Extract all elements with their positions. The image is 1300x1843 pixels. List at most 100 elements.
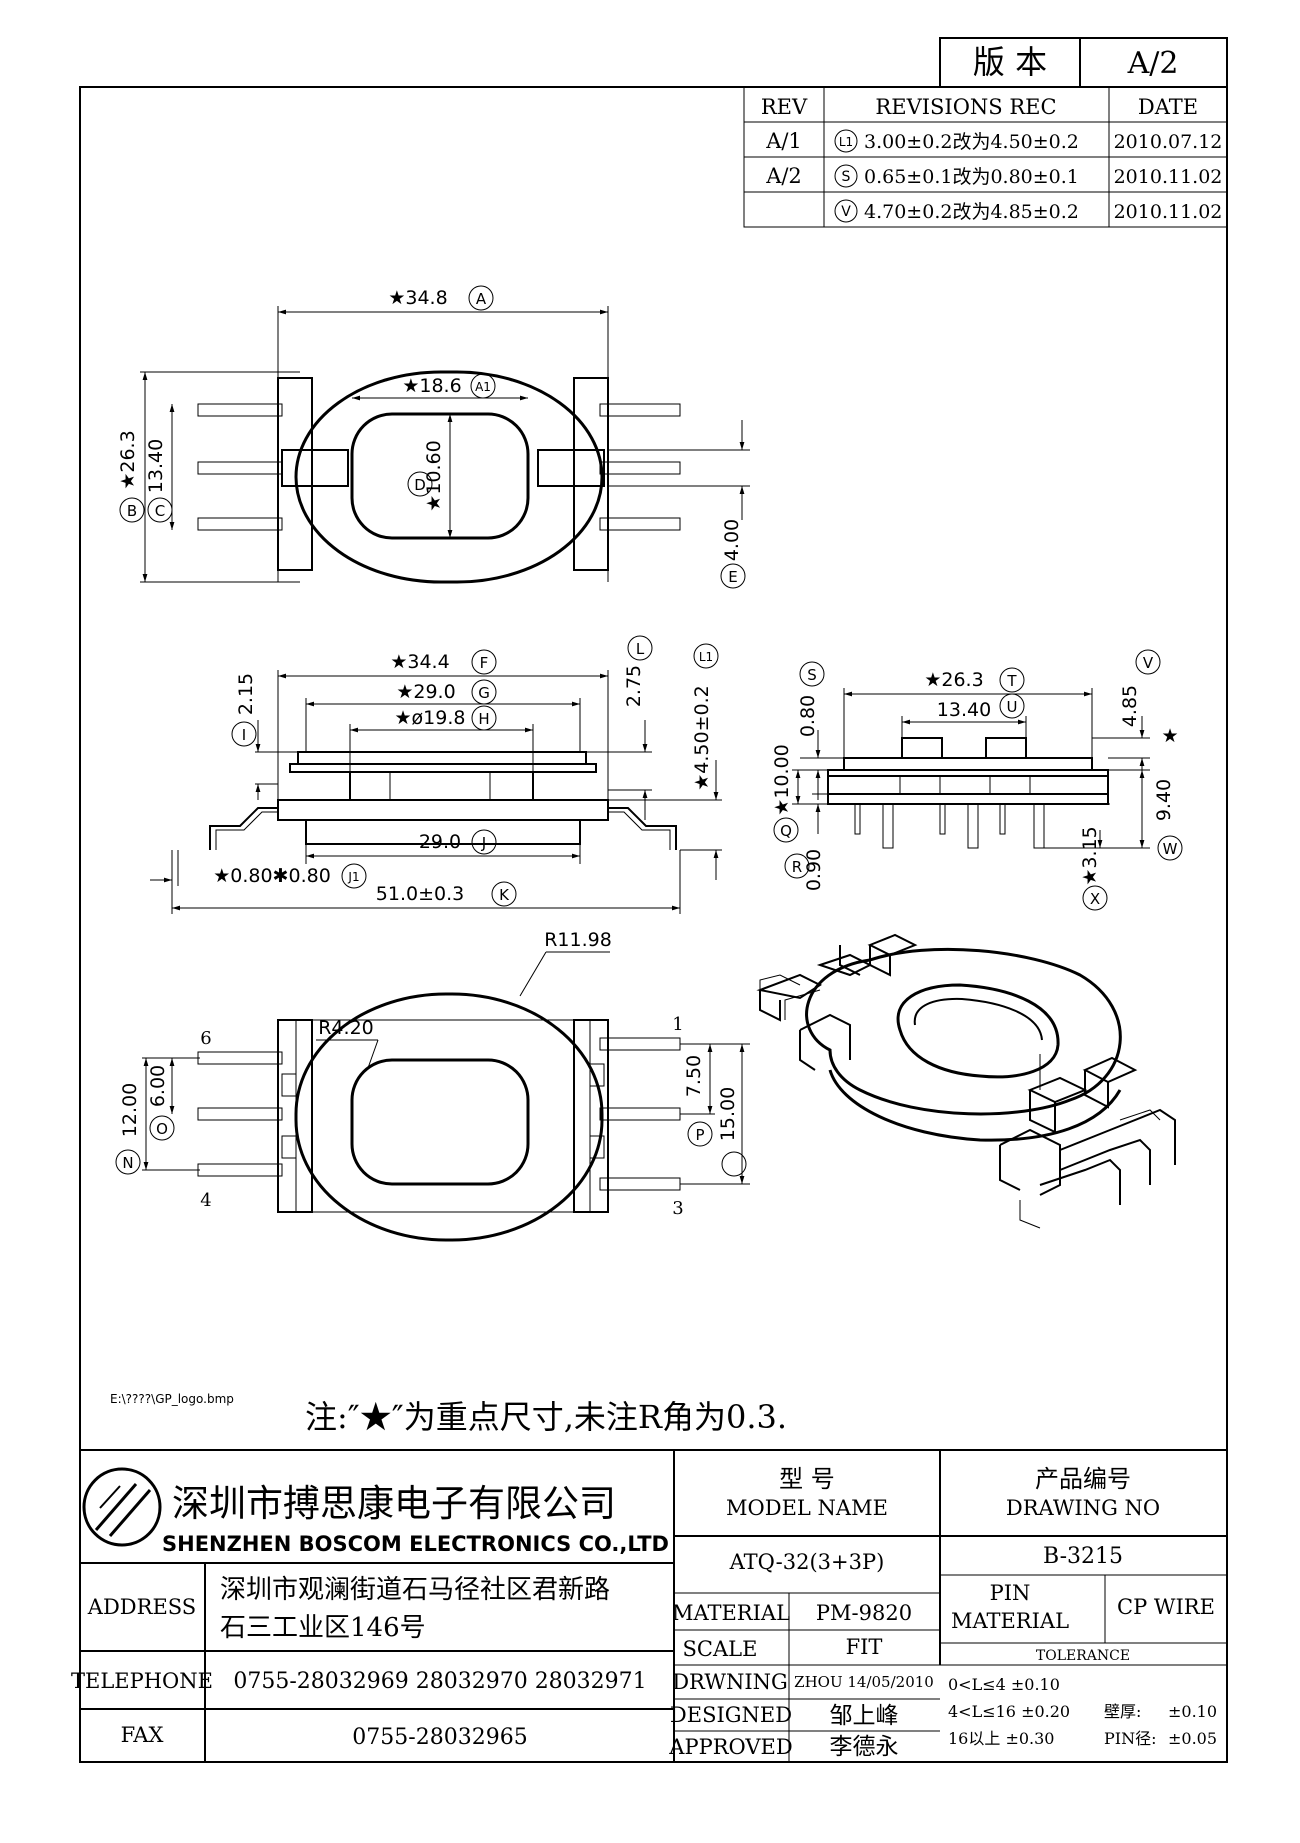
tolerance-3: 16以上 ±0.30: [948, 1729, 1054, 1748]
dim-S-mark: S: [807, 666, 817, 684]
model-value: ATQ-32(3+3P): [729, 1550, 885, 1574]
revision-table: REV REVISIONS REC DATE A/1 L1 3.00±0.2改为…: [743, 86, 1228, 228]
dim-V-value: 4.85: [1119, 685, 1141, 727]
address-line-1: 深圳市观澜街道石马径社区君新路: [220, 1575, 610, 1605]
pin-dia-label: PIN径:: [1104, 1729, 1156, 1748]
side-view: ★26.3 T 13.40 U 0.80 S ★10.00 Q 0.90 R: [771, 649, 1183, 911]
date-header: DATE: [1138, 95, 1198, 119]
pin-dia-value: ±0.05: [1168, 1729, 1217, 1748]
pin-3: 3: [672, 1198, 683, 1219]
dim-L-mark: L: [636, 640, 645, 658]
dim-W-star: ★: [1161, 725, 1178, 747]
pin-1: 1: [672, 1014, 683, 1035]
rev-row-1-text: 3.00±0.2改为4.50±0.2: [864, 131, 1079, 153]
pin-4: 4: [200, 1190, 211, 1211]
dim-G-mark: G: [478, 684, 490, 702]
rev-row-2-date: 2010.11.02: [1114, 166, 1223, 188]
dim-L1-value: ★4.50±0.2: [691, 685, 713, 790]
dim-C-value: 13.40: [145, 439, 167, 493]
top-view: ★34.8 A ★18.6 A1 ★10.60 D ★26.3 B 13.40 …: [117, 285, 750, 589]
dim-K-mark: K: [499, 886, 510, 904]
dim-T-mark: T: [1006, 672, 1017, 690]
dim-R420: R4.20: [318, 1017, 374, 1039]
bottom-view: R11.98 R4.20 6 4 1 3 12.00 N 6.00 O 7.50…: [115, 929, 750, 1242]
rev-row-2-text: 0.65±0.1改为0.80±0.1: [864, 166, 1079, 188]
dim-J-mark: J: [481, 834, 486, 852]
telephone-value: 0755-28032969 28032970 28032971: [233, 1669, 646, 1694]
material-value: PM-9820: [816, 1601, 912, 1625]
version-box: 版 本 A/2: [939, 37, 1228, 88]
dim-C-mark: C: [155, 502, 165, 520]
version-value: A/2: [1127, 46, 1179, 81]
dim-J1-mark: J1: [347, 870, 359, 884]
dim-Q-value: ★10.00: [771, 744, 793, 815]
dim-E-mark: E: [728, 568, 737, 586]
rec-header: REVISIONS REC: [875, 95, 1056, 119]
dim-N-mark: O: [156, 1120, 168, 1138]
dim-P-value: 15.00: [717, 1087, 739, 1141]
dim-D-mark: D: [414, 476, 426, 494]
pin-material-label-1: PIN: [990, 1581, 1031, 1605]
dim-O-mark: P: [695, 1126, 704, 1144]
dim-I-mark: I: [242, 726, 246, 744]
dim-A1-mark: A1: [475, 380, 491, 394]
fax-value: 0755-28032965: [352, 1725, 527, 1750]
rev-header: REV: [761, 95, 808, 119]
dim-Q-mark: Q: [780, 822, 792, 840]
address-label: ADDRESS: [87, 1595, 196, 1619]
pin-material-value: CP WIRE: [1117, 1595, 1215, 1619]
dim-A-mark: A: [476, 290, 487, 308]
company-name-en: SHENZHEN BOSCOM ELECTRONICS CO.,LTD: [162, 1532, 669, 1556]
dim-W-mark: W: [1163, 840, 1178, 858]
dim-R-mark: R: [792, 858, 802, 876]
dim-D-value: ★10.60: [423, 440, 445, 511]
address-line-2: 石三工业区146号: [220, 1613, 426, 1643]
dim-U-value: 13.40: [937, 699, 991, 721]
dim-X-mark: X: [1090, 890, 1100, 908]
dim-B-mark: B: [127, 502, 137, 520]
dim-X-value: ★3.15: [1079, 826, 1101, 885]
dim-N-value: 6.00: [147, 1065, 169, 1107]
dim-H-mark: H: [478, 710, 489, 728]
general-note: 注:″★″为重点尺寸,未注R角为0.3.: [305, 1398, 787, 1436]
model-label-cn: 型 号: [779, 1465, 835, 1493]
approved-label: APPROVED: [668, 1735, 792, 1759]
company-logo: [82, 1467, 162, 1547]
dim-I-value: 2.15: [235, 673, 257, 715]
dim-E-value: 4.00: [721, 519, 743, 561]
rev-row-1-mark: L1: [839, 135, 853, 149]
drawing-no-label-en: DRAWING NO: [1006, 1496, 1160, 1520]
rev-row-3-text: 4.70±0.2改为4.85±0.2: [864, 201, 1079, 223]
front-view: ★34.4 F ★29.0 G ★ø19.8 H 2.15 I 2.75 L: [150, 635, 722, 914]
telephone-label: TELEPHONE: [71, 1669, 213, 1693]
dim-V-mark: V: [1143, 654, 1154, 672]
drawn-by: ZHOU 14/05/2010: [794, 1673, 934, 1691]
dim-J1-value: ★0.80✱0.80: [213, 865, 331, 887]
approved-by: 李德永: [830, 1734, 899, 1760]
dim-T-value: ★26.3: [924, 669, 983, 691]
company-name-cn: 深圳市搏思康电子有限公司: [172, 1482, 616, 1525]
dim-L1-mark: L1: [699, 650, 713, 664]
fax-label: FAX: [121, 1723, 164, 1747]
dim-G-value: ★29.0: [396, 681, 455, 703]
model-label-en: MODEL NAME: [726, 1496, 888, 1520]
dim-S-value: 0.80: [797, 695, 819, 737]
designed-label: DESIGNED: [670, 1703, 792, 1727]
designed-by: 邹上峰: [830, 1703, 899, 1729]
dim-R1198: R11.98: [544, 929, 612, 951]
rev-row-2: A/2: [765, 164, 802, 188]
drawn-label: DRWNING: [672, 1670, 788, 1694]
dim-A-value: ★34.8: [388, 287, 447, 309]
dim-J-value: 29.0: [419, 831, 461, 853]
logo-path: E:\????\GP_logo.bmp: [110, 1392, 234, 1406]
pin-material-label-2: MATERIAL: [951, 1609, 1069, 1633]
dim-A1-value: ★18.6: [402, 375, 461, 397]
dim-M-value: 12.00: [119, 1083, 141, 1137]
version-label: 版 本: [973, 43, 1047, 81]
sheet-border: [79, 86, 1228, 1763]
drawing-no-value: B-3215: [1043, 1544, 1123, 1569]
material-label: MATERIAL: [672, 1601, 790, 1625]
dim-M-mark: N: [122, 1154, 133, 1172]
wall-label: 壁厚:: [1104, 1702, 1141, 1721]
